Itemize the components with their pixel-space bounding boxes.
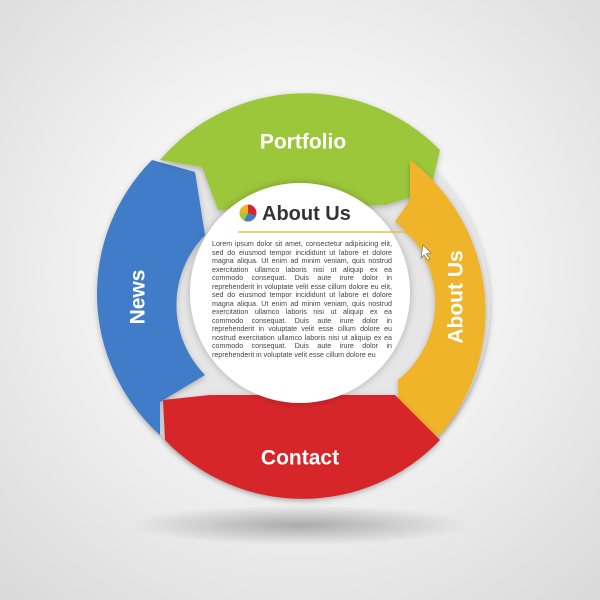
segment-contact[interactable]: [163, 395, 440, 499]
ground-shadow: [130, 505, 470, 545]
arrow-pointer-icon: [420, 244, 432, 261]
segment-label-contact: Contact: [261, 447, 339, 470]
segment-label-about: About Us: [445, 250, 468, 343]
center-title: About Us: [262, 203, 351, 225]
segment-label-portfolio: Portfolio: [260, 131, 346, 154]
pie-chart-icon: [238, 203, 258, 223]
center-body-text: Lorem ipsum dolor sit amet, consectetur …: [212, 240, 392, 359]
segment-label-news: News: [127, 270, 150, 325]
center-disc: [190, 183, 410, 403]
segment-about[interactable]: [395, 160, 486, 435]
segment-portfolio[interactable]: [160, 93, 440, 210]
segment-news[interactable]: [97, 160, 205, 435]
title-underline: [238, 231, 427, 263]
